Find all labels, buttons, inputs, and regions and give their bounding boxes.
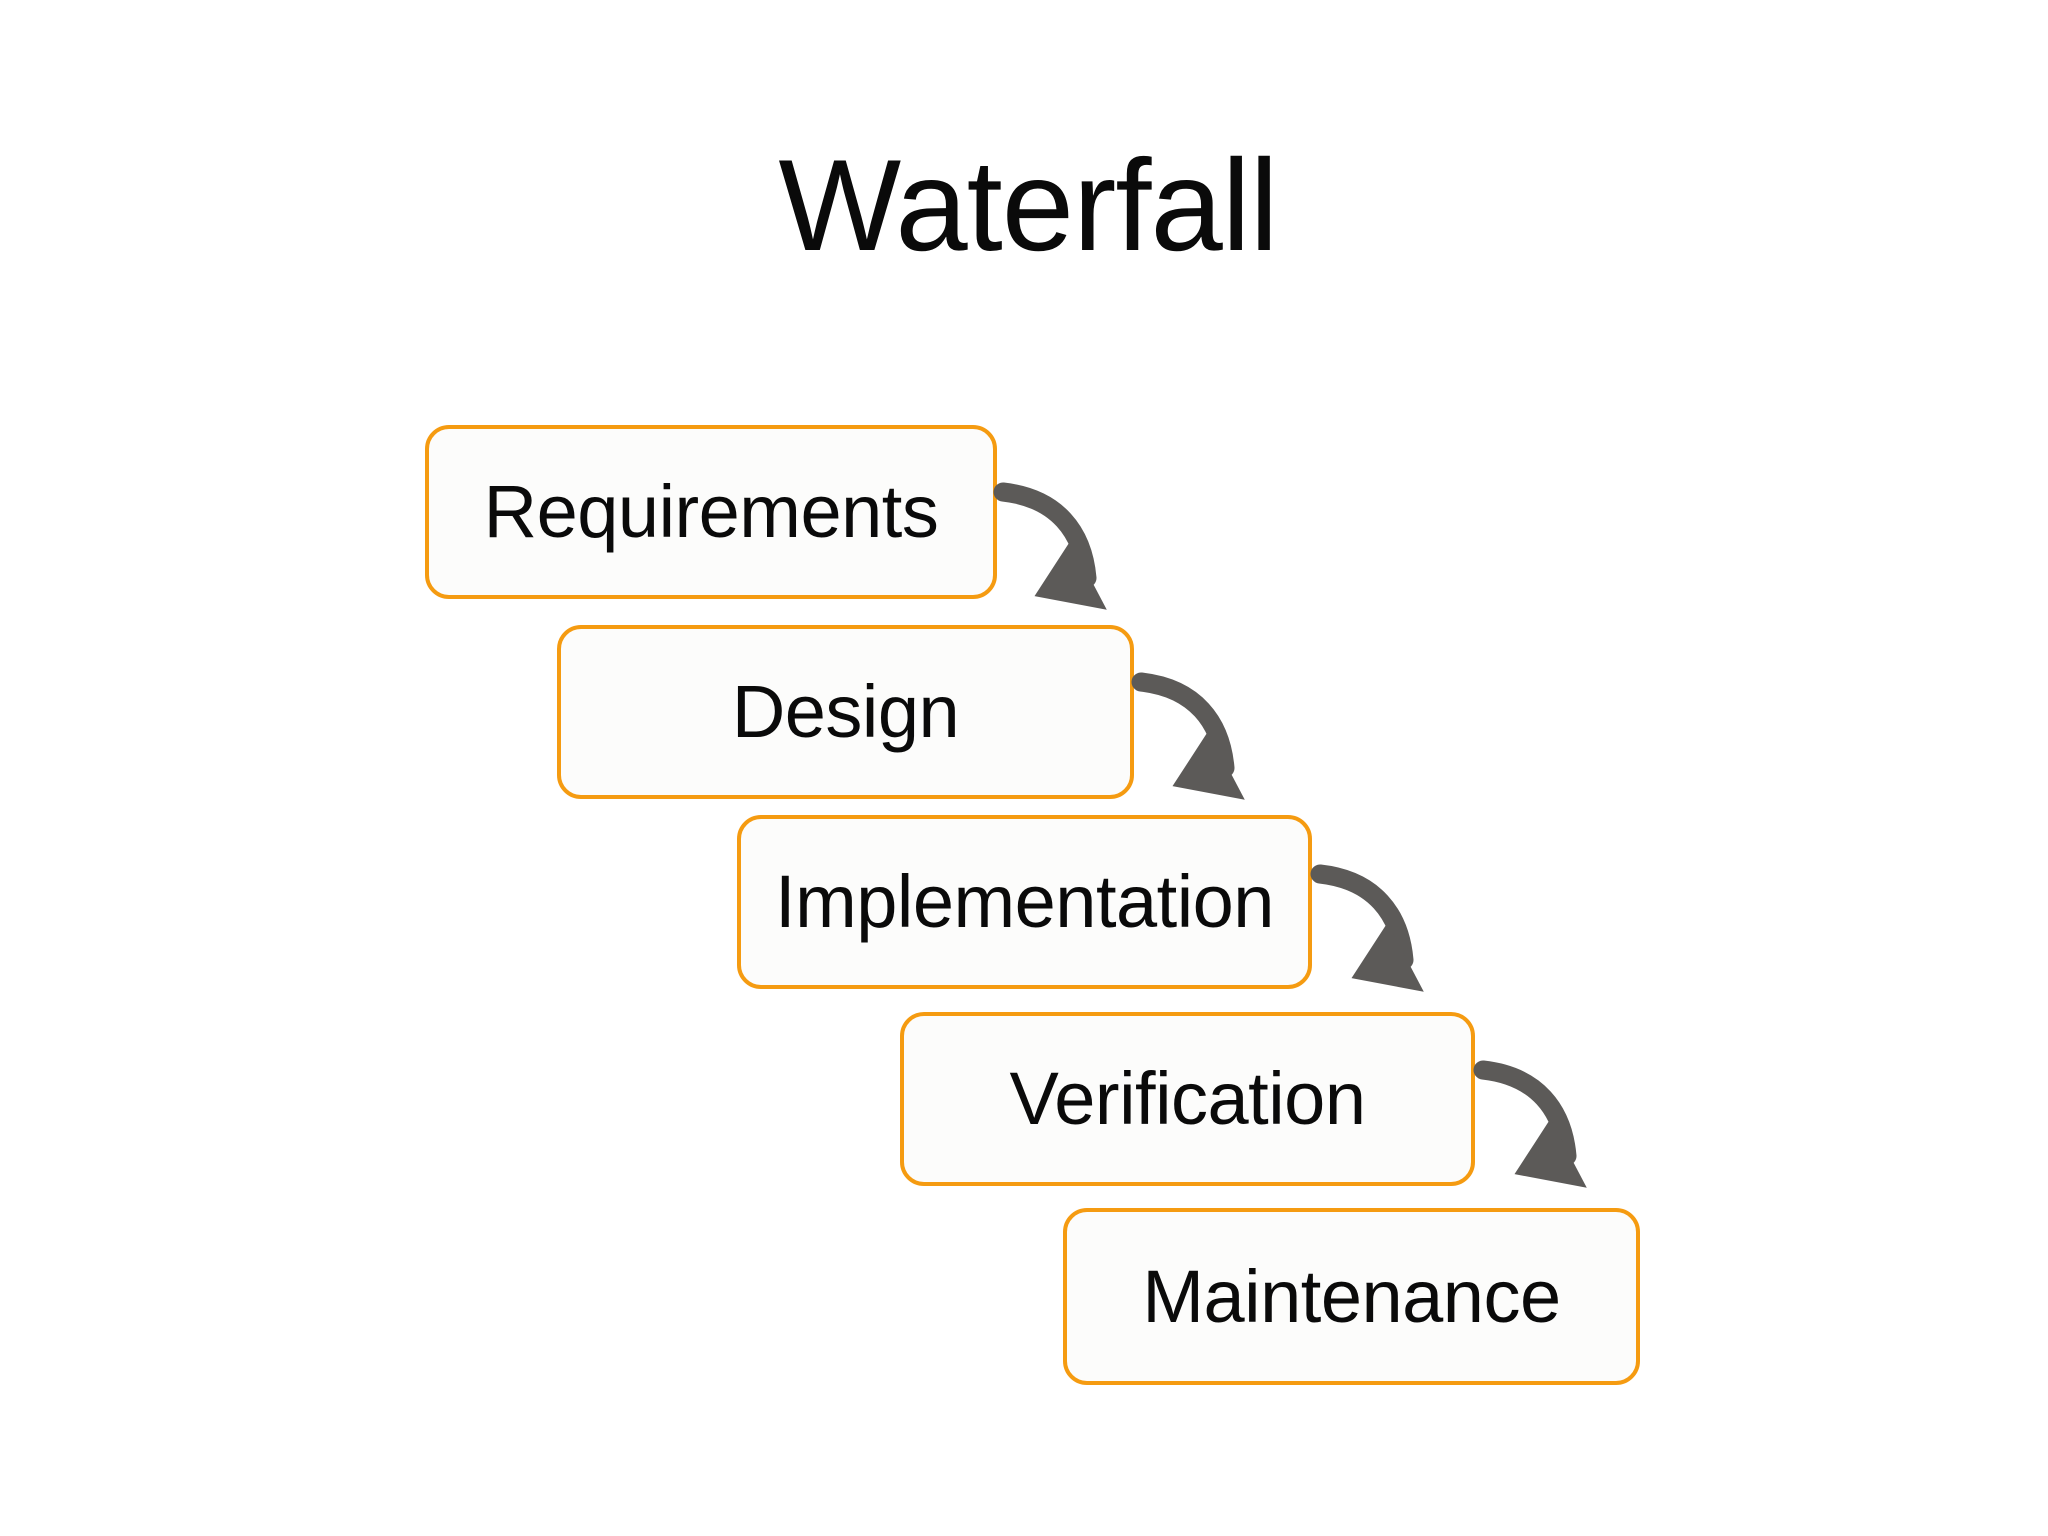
curved-arrow-down-right-icon	[1473, 1048, 1635, 1208]
stage-label-maintenance: Maintenance	[1142, 1254, 1561, 1338]
stage-label-implementation: Implementation	[775, 860, 1274, 943]
stage-box-verification[interactable]: Verification	[900, 1012, 1475, 1186]
stage-box-implementation[interactable]: Implementation	[737, 815, 1312, 989]
curved-arrow-down-right-icon	[993, 470, 1155, 630]
curved-arrow-down-right-icon	[1310, 852, 1472, 1012]
stage-box-design[interactable]: Design	[557, 625, 1134, 799]
stage-label-requirements: Requirements	[483, 470, 939, 553]
stage-label-design: Design	[731, 670, 960, 753]
stage-box-maintenance[interactable]: Maintenance	[1063, 1208, 1640, 1385]
stage-label-verification: Verification	[1009, 1057, 1366, 1140]
curved-arrow-down-right-icon	[1131, 660, 1293, 820]
stage-box-requirements[interactable]: Requirements	[425, 425, 997, 599]
page-title: Waterfall	[778, 132, 1278, 278]
